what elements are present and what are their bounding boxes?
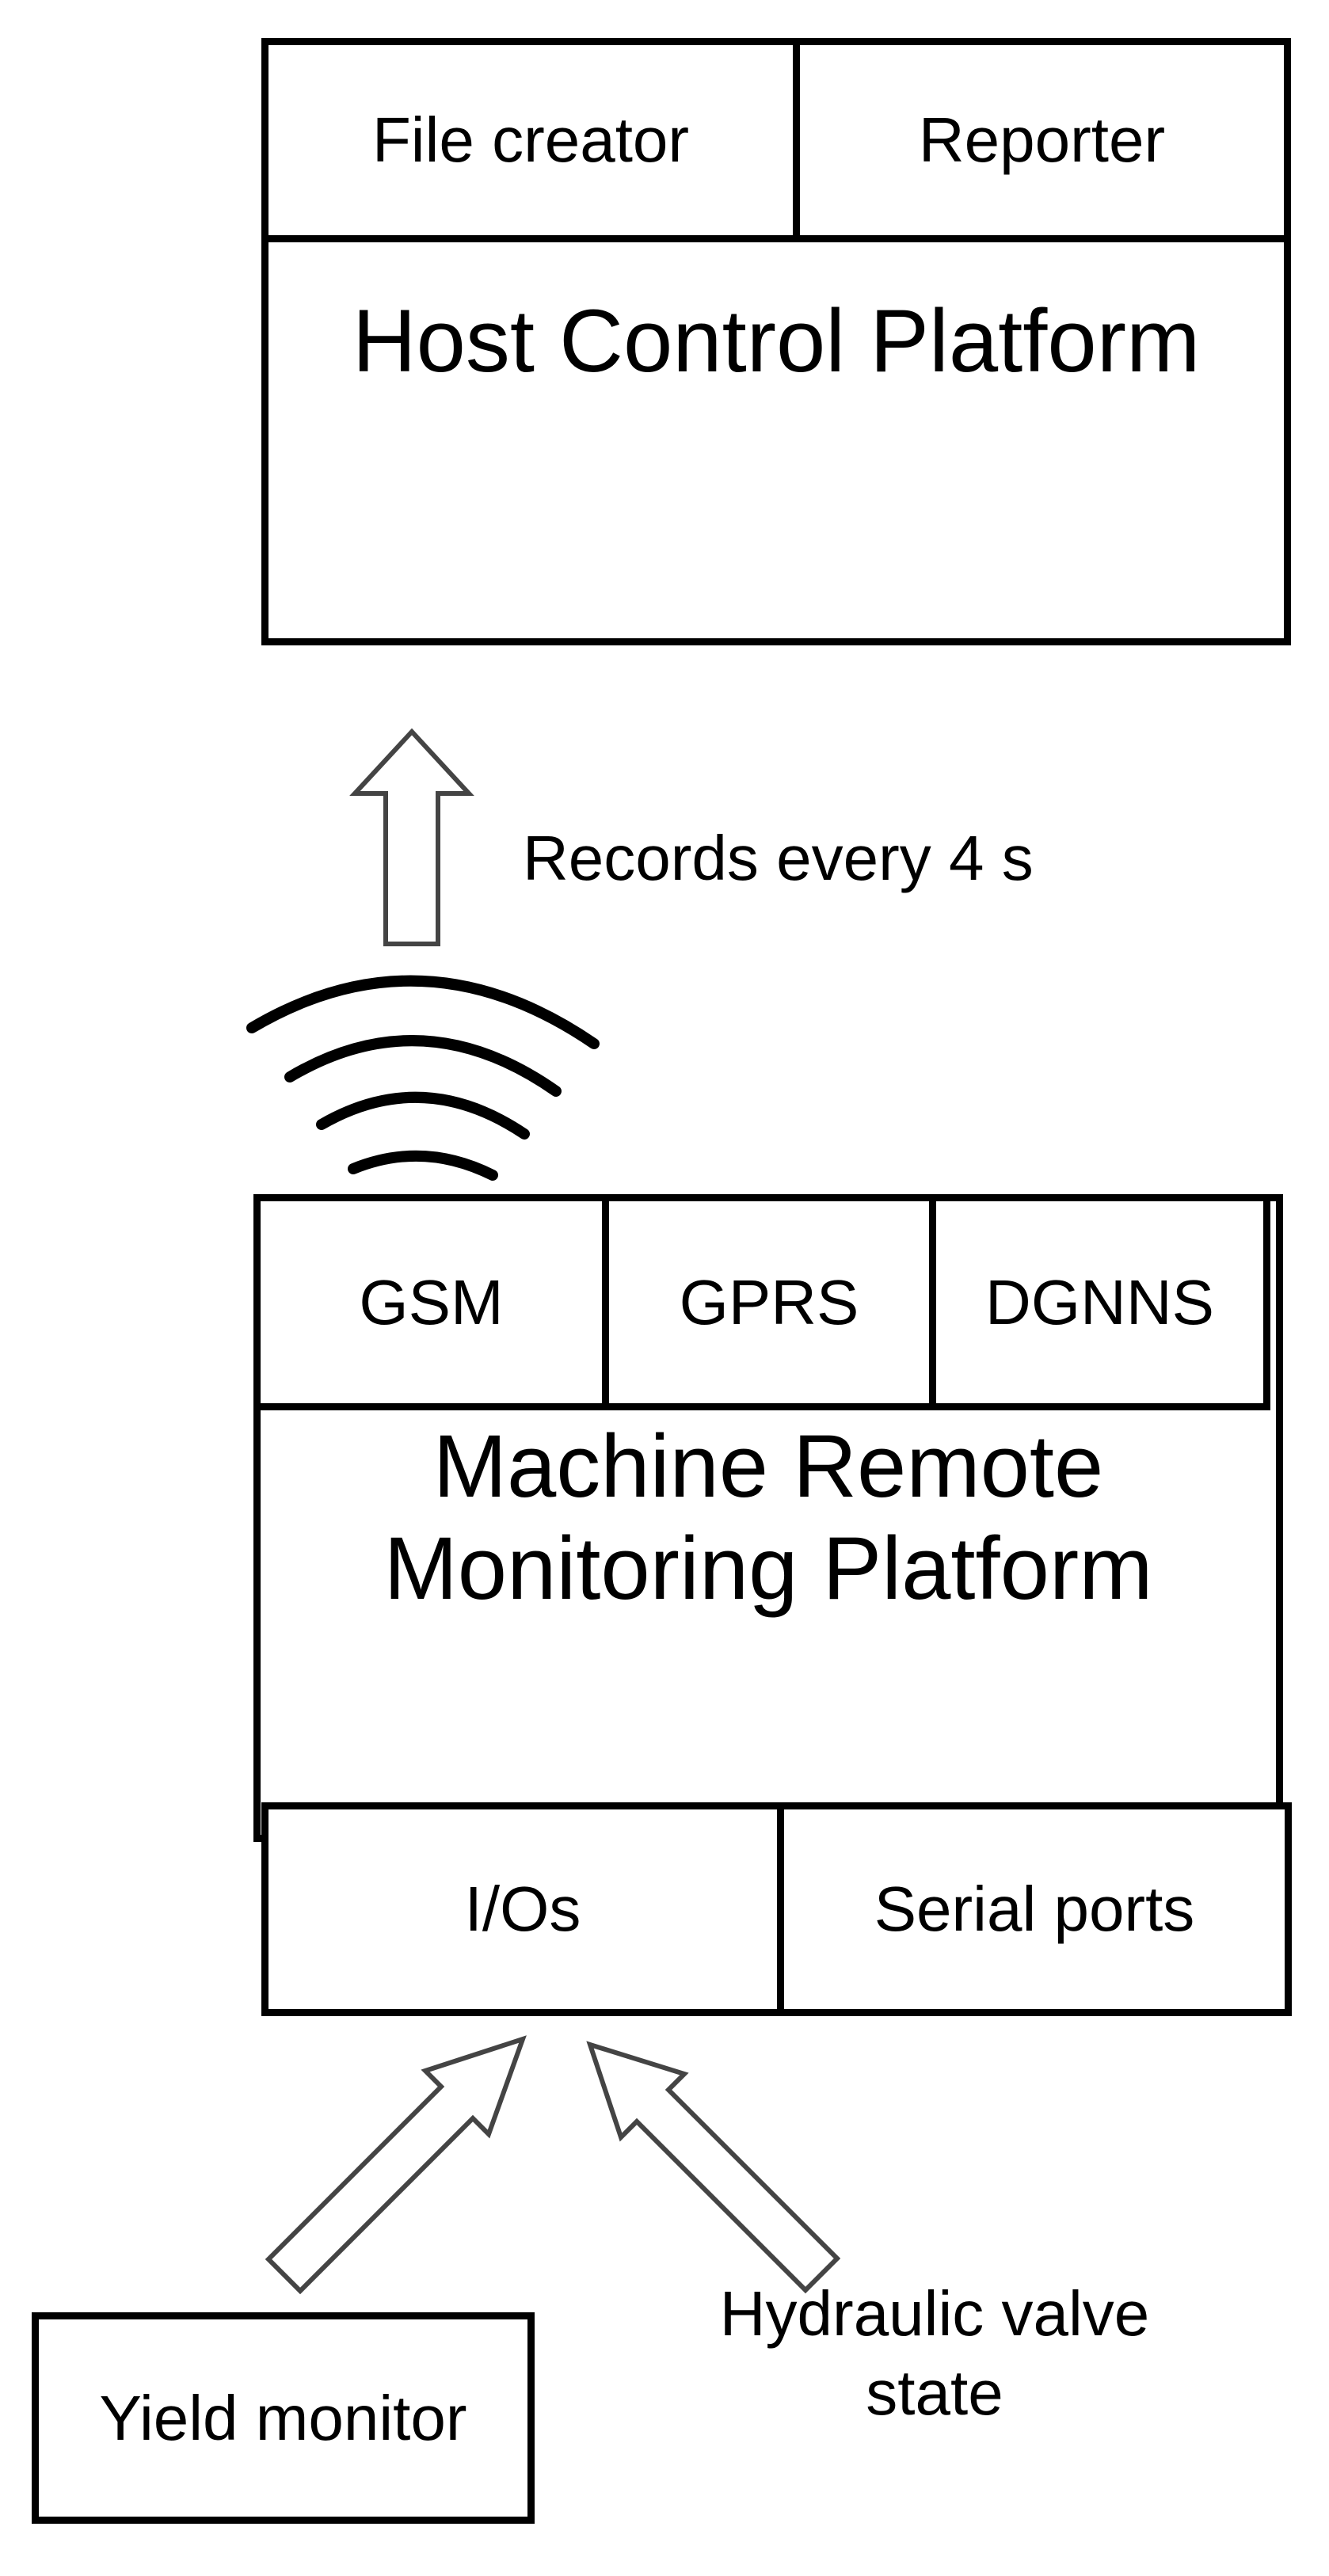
up-arrow-icon (349, 728, 474, 946)
gsm-label: GSM (359, 1266, 504, 1337)
reporter-cell: Reporter (793, 38, 1291, 242)
machine-platform-title-line2: Monitoring Platform (383, 1519, 1153, 1618)
file-creator-label: File creator (371, 105, 690, 175)
diagonal-arrow-icon (586, 2041, 841, 2294)
file-creator-cell: File creator (261, 38, 800, 242)
hydraulic-valve-line1: Hydraulic valve (719, 2278, 1150, 2349)
hydraulic-valve-state-label: Hydraulic valve state (665, 2274, 1204, 2433)
dgnns-cell: DGNNS (929, 1194, 1270, 1410)
ios-cell: I/Os (261, 1802, 784, 2016)
records-interval-label: Records every 4 s (523, 823, 1034, 893)
ios-label: I/Os (464, 1874, 581, 1944)
wireless-signal-icon (246, 975, 600, 1181)
reporter-label: Reporter (918, 105, 1166, 175)
dgnns-label: DGNNS (985, 1266, 1214, 1337)
gprs-label: GPRS (679, 1266, 859, 1337)
serial-ports-label: Serial ports (874, 1874, 1195, 1944)
machine-platform-title-line1: Machine Remote (432, 1417, 1104, 1516)
diagonal-arrow-icon (265, 2035, 527, 2295)
host-control-platform-title: Host Control Platform (352, 291, 1201, 391)
yield-monitor-box: Yield monitor (32, 2312, 535, 2524)
hydraulic-valve-line2: state (866, 2357, 1003, 2428)
serial-ports-cell: Serial ports (777, 1802, 1292, 2016)
yield-monitor-label: Yield monitor (99, 2382, 467, 2453)
gprs-cell: GPRS (602, 1194, 936, 1410)
